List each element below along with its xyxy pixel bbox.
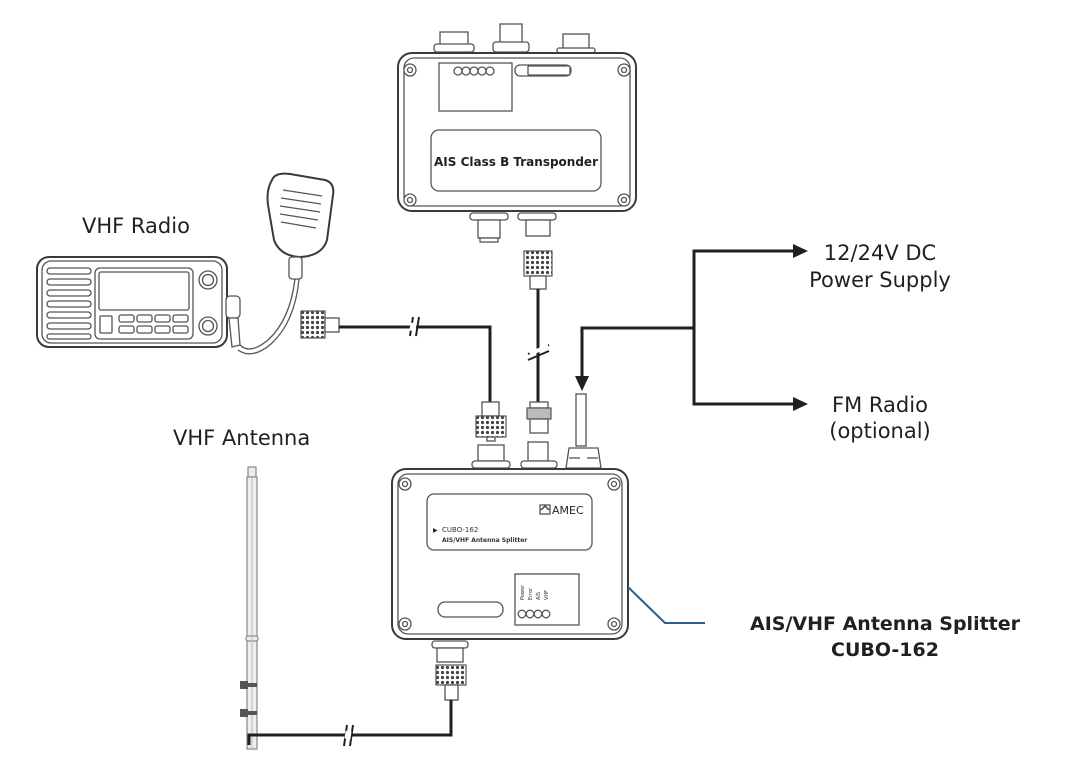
- splitter-title-line1: AIS/VHF Antenna Splitter: [750, 613, 1021, 635]
- radio-knob-bottom: [198, 316, 218, 336]
- led-power: [517, 609, 527, 619]
- vhf-radio: [36, 172, 335, 355]
- radio-microphone: [225, 172, 335, 355]
- brand-logo-text: AMEC: [552, 504, 584, 517]
- led-label-power: Power: [520, 584, 526, 600]
- radio-knob-top: [198, 270, 218, 290]
- vhf-radio-cable: [300, 310, 507, 442]
- transponder-bottom-connectors: [469, 212, 557, 243]
- led-label-ais: AIS: [536, 592, 542, 600]
- antenna-splitter-device: AMEC ▶ CUBO-162 AIS/VHF Antenna Splitter…: [391, 441, 629, 663]
- led-label-error: Error: [528, 587, 534, 600]
- led-vhf: [541, 609, 551, 619]
- transponder-label: AIS Class B Transponder: [434, 155, 598, 169]
- vhf-antenna: [240, 466, 259, 750]
- led-ais: [533, 609, 543, 619]
- led-label-vhf: VHF: [544, 590, 550, 600]
- transponder-top-connectors: [433, 23, 596, 54]
- splitter-model-text: CUBO-162: [442, 526, 478, 534]
- transponder-label-window: [430, 129, 602, 192]
- splitter-callout-line: [627, 586, 705, 624]
- vhf-antenna-label: VHF Antenna: [173, 426, 310, 450]
- model-marker: ▶: [433, 527, 438, 534]
- splitter-vhf-radio-connector: [475, 415, 507, 438]
- power-supply-label-line1: 12/24V DC: [824, 241, 936, 265]
- transponder-cable: [523, 250, 553, 434]
- splitter-top-connectors: [471, 441, 602, 469]
- power-cable-pin: [575, 393, 587, 447]
- radio-keypad: [99, 314, 189, 334]
- radio-display: [98, 271, 190, 311]
- splitter-slot: [437, 601, 504, 618]
- splitter-title-line2: CUBO-162: [831, 639, 939, 661]
- vhf-radio-label: VHF Radio: [82, 214, 190, 238]
- ais-transponder: AIS Class B Transponder: [397, 23, 637, 243]
- fm-radio-label-line1: FM Radio: [832, 393, 928, 417]
- splitter-label-window: [426, 493, 593, 551]
- power-supply-label-line2: Power Supply: [809, 268, 951, 292]
- transponder-cable-connector: [523, 250, 553, 277]
- vhf-antenna-cable: [247, 664, 467, 747]
- power-fm-wiring: [575, 244, 808, 447]
- arrow-to-power-connector: [575, 376, 589, 391]
- fm-radio-label-line2: (optional): [829, 419, 931, 443]
- amec-logo: AMEC: [539, 504, 584, 517]
- radio-speaker-grille: [46, 267, 92, 340]
- arrow-to-power-supply: [793, 244, 808, 258]
- splitter-name-text: AIS/VHF Antenna Splitter: [442, 537, 527, 544]
- arrow-to-fm-radio: [793, 397, 808, 411]
- led-labels: Power Error AIS VHF: [520, 584, 550, 600]
- antenna-cable-connector: [435, 664, 467, 686]
- radio-cable-connector: [300, 310, 326, 339]
- led-error: [525, 609, 535, 619]
